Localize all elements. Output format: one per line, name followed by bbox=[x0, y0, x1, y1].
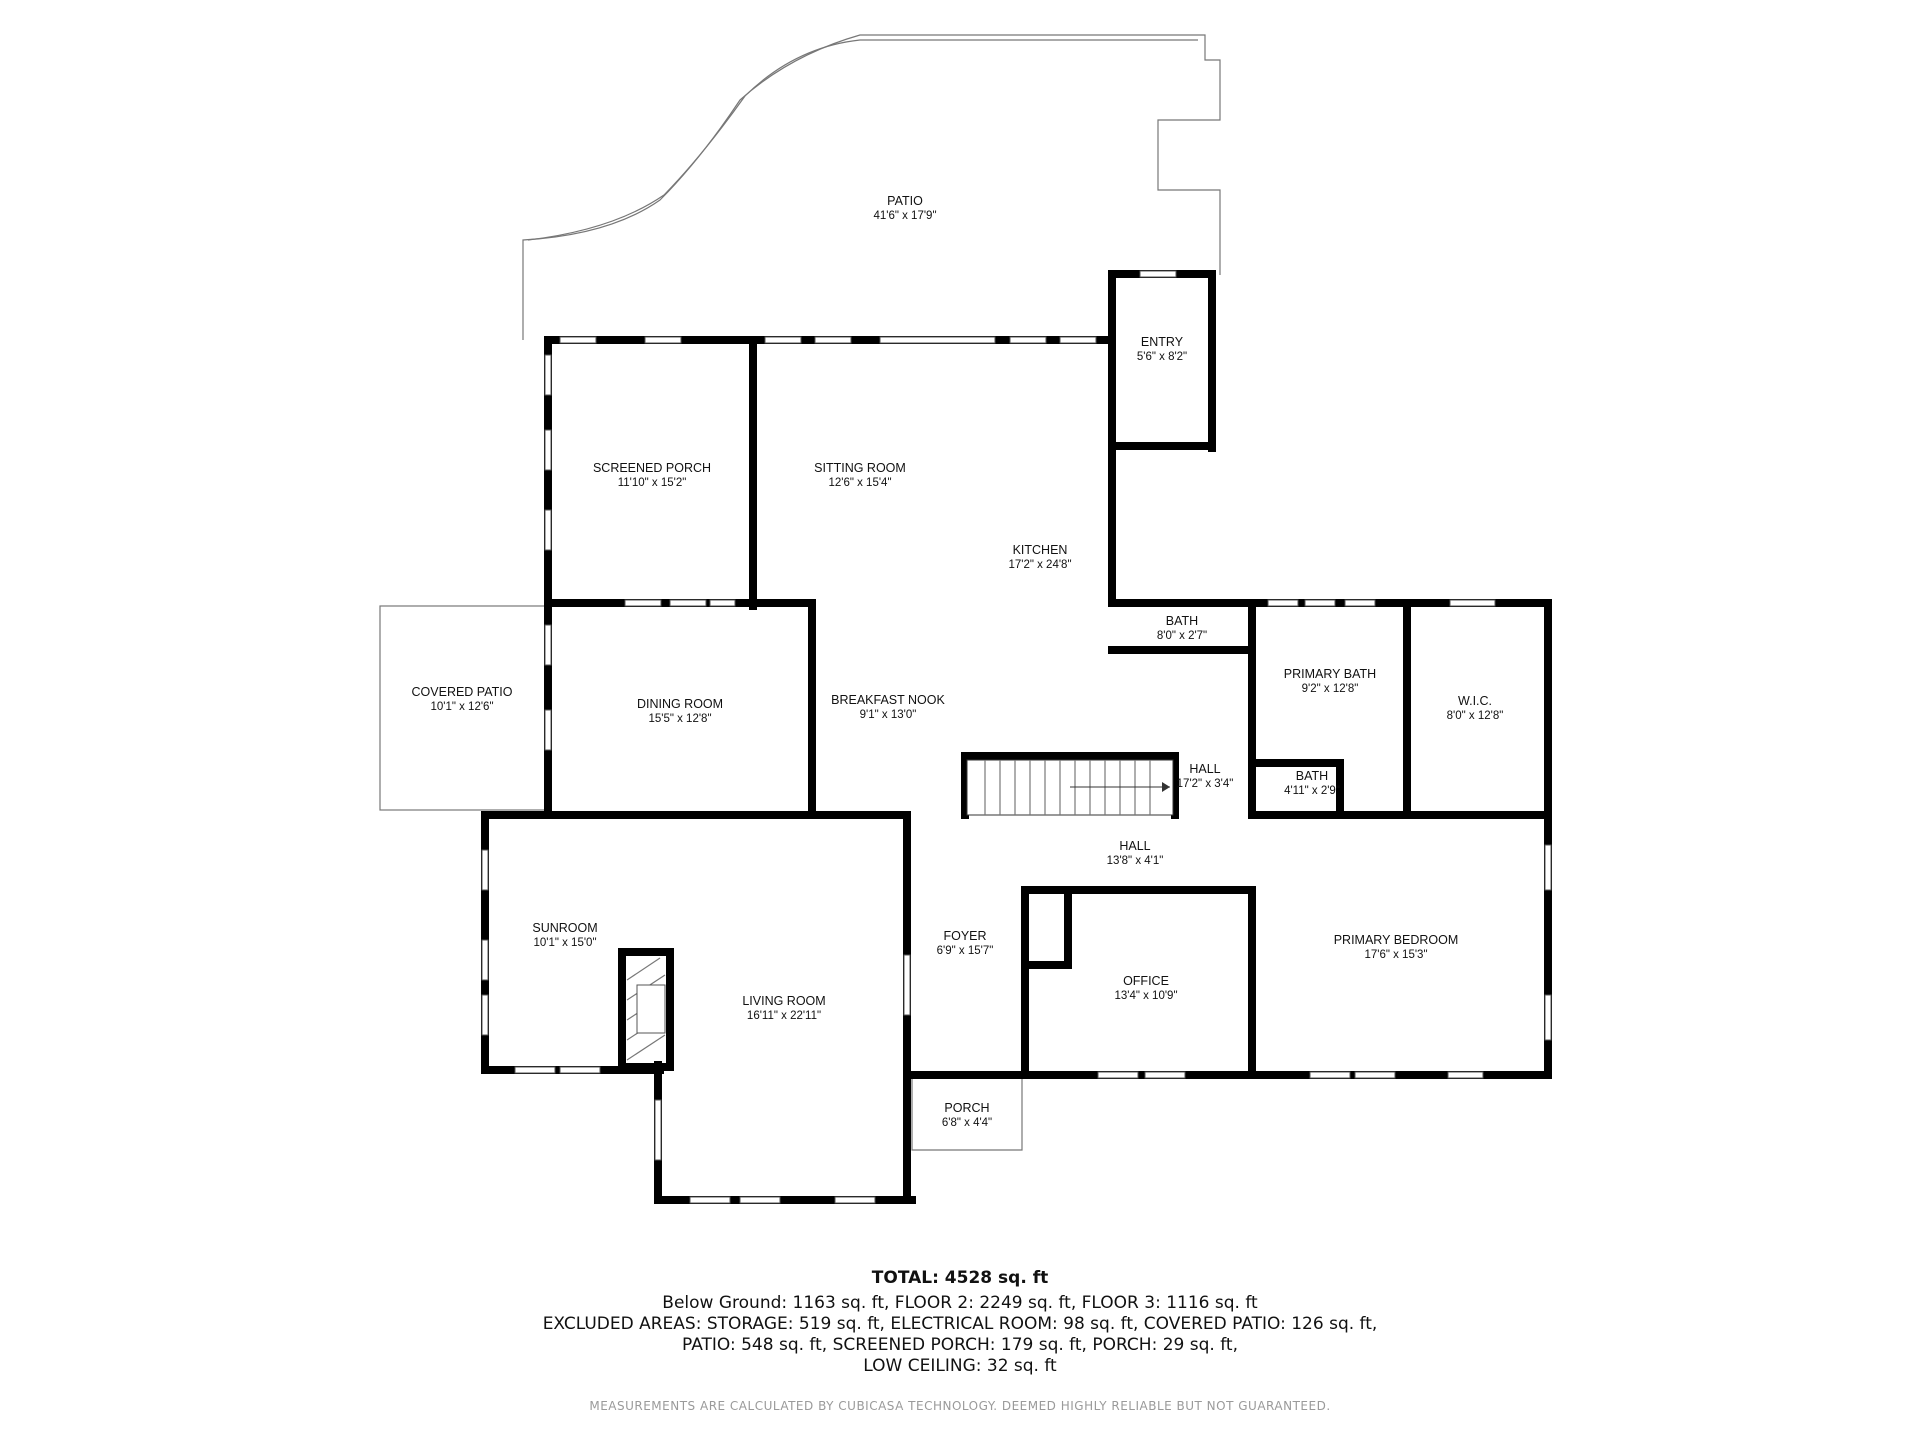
foyer-name: FOYER bbox=[943, 929, 986, 943]
sunroom-dim: 10'1" x 15'0" bbox=[533, 937, 596, 949]
patio-dim: 41'6" x 17'9" bbox=[873, 210, 936, 222]
sunroom-name: SUNROOM bbox=[532, 921, 597, 935]
windows bbox=[481, 270, 1552, 1204]
living-room-name: LIVING ROOM bbox=[742, 994, 825, 1008]
primary-bedroom-dim: 17'6" x 15'3" bbox=[1364, 949, 1427, 961]
porch-outline bbox=[911, 1075, 1023, 1151]
foyer-dim: 6'9" x 15'7" bbox=[937, 945, 994, 957]
dining-room-name: DINING ROOM bbox=[637, 697, 723, 711]
sitting-room-dim: 12'6" x 15'4" bbox=[828, 477, 891, 489]
bath-top-dim: 8'0" x 2'7" bbox=[1157, 630, 1207, 642]
patio-outline bbox=[522, 34, 1221, 340]
entry-dim: 5'6" x 8'2" bbox=[1137, 351, 1187, 363]
primary-bath-dim: 9'2" x 12'8" bbox=[1302, 683, 1359, 695]
wic-dim: 8'0" x 12'8" bbox=[1447, 710, 1504, 722]
hall-lower-dim: 13'8" x 4'1" bbox=[1107, 855, 1164, 867]
walls bbox=[481, 270, 1552, 1204]
room-labels: PATIO 41'6" x 17'9" ENTRY 5'6" x 8'2" SC… bbox=[412, 194, 1504, 1129]
kitchen-dim: 17'2" x 24'8" bbox=[1008, 559, 1071, 571]
hall-lower-name: HALL bbox=[1119, 839, 1150, 853]
area-breakdown-line-1: Below Ground: 1163 sq. ft, FLOOR 2: 2249… bbox=[662, 1293, 1258, 1313]
wic-name: W.I.C. bbox=[1458, 694, 1492, 708]
primary-bath-name: PRIMARY BATH bbox=[1284, 667, 1376, 681]
porch-name: PORCH bbox=[944, 1101, 989, 1115]
patio-name: PATIO bbox=[887, 194, 923, 208]
breakfast-nook-dim: 9'1" x 13'0" bbox=[860, 709, 917, 721]
covered-patio-dim: 10'1" x 12'6" bbox=[430, 701, 493, 713]
office-name: OFFICE bbox=[1123, 974, 1169, 988]
screened-porch-name: SCREENED PORCH bbox=[593, 461, 711, 475]
entry-name: ENTRY bbox=[1141, 335, 1184, 349]
hall-upper-name: HALL bbox=[1189, 762, 1220, 776]
staircase bbox=[966, 759, 1174, 816]
porch-dim: 6'8" x 4'4" bbox=[942, 1117, 992, 1129]
dining-room-dim: 15'5" x 12'8" bbox=[648, 713, 711, 725]
office-dim: 13'4" x 10'9" bbox=[1114, 990, 1177, 1002]
kitchen-name: KITCHEN bbox=[1013, 543, 1068, 557]
sitting-room-name: SITTING ROOM bbox=[814, 461, 906, 475]
area-breakdown-line-3: PATIO: 548 sq. ft, SCREENED PORCH: 179 s… bbox=[682, 1335, 1238, 1355]
disclaimer: MEASUREMENTS ARE CALCULATED BY CUBICASA … bbox=[589, 1399, 1331, 1413]
total-area: TOTAL: 4528 sq. ft bbox=[871, 1268, 1049, 1288]
living-room-dim: 16'11" x 22'11" bbox=[747, 1010, 821, 1022]
area-breakdown-line-4: LOW CEILING: 32 sq. ft bbox=[863, 1356, 1057, 1376]
bath-top-name: BATH bbox=[1166, 614, 1198, 628]
breakfast-nook-name: BREAKFAST NOOK bbox=[831, 693, 945, 707]
screened-porch-dim: 11'10" x 15'2" bbox=[618, 477, 687, 489]
bath-small-dim: 4'11" x 2'9" bbox=[1284, 785, 1340, 797]
fireplace-hatch bbox=[626, 957, 666, 1061]
hall-upper-dim: 17'2" x 3'4" bbox=[1177, 778, 1234, 790]
primary-bedroom-name: PRIMARY BEDROOM bbox=[1334, 933, 1459, 947]
area-breakdown-line-2: EXCLUDED AREAS: STORAGE: 519 sq. ft, ELE… bbox=[542, 1314, 1378, 1334]
bath-small-name: BATH bbox=[1296, 769, 1328, 783]
covered-patio-name: COVERED PATIO bbox=[412, 685, 513, 699]
